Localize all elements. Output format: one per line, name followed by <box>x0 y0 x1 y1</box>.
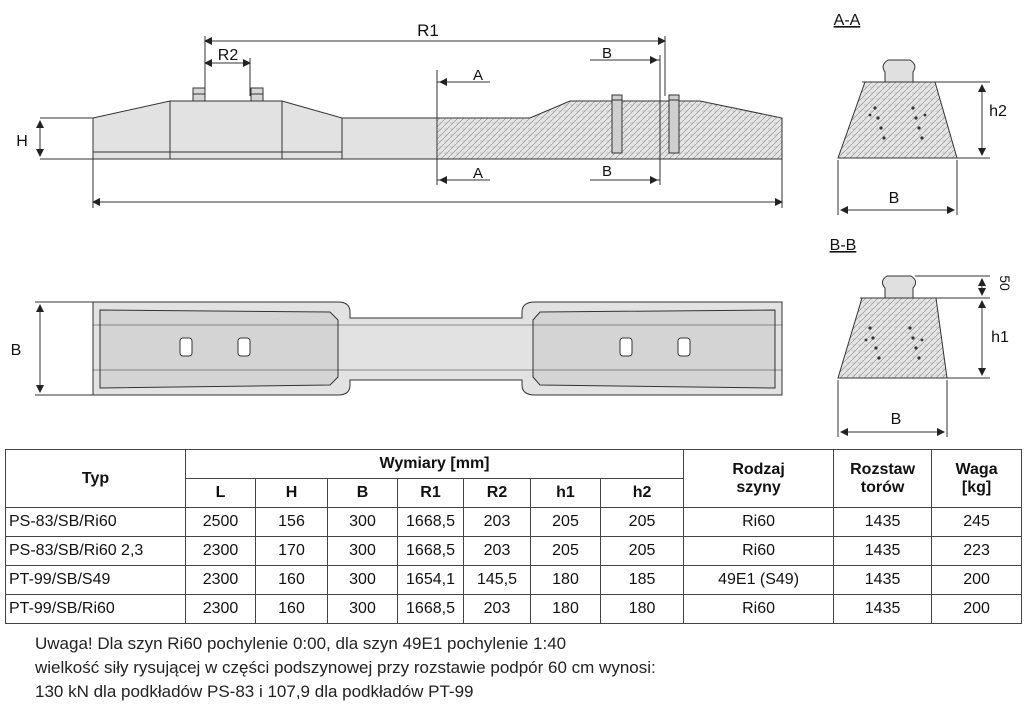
dim-r1-label: R1 <box>417 21 439 40</box>
cell-b: 300 <box>327 594 398 624</box>
cell-r1: 1668,5 <box>397 536 464 566</box>
cell-h2: 205 <box>599 507 685 537</box>
cell-r1: 1654,1 <box>397 565 464 595</box>
section-bb-h1-label: h1 <box>991 329 1009 346</box>
cell-r2: 203 <box>463 594 531 624</box>
table-row: PT-99/SB/S49 2300 160 300 1654,1 145,5 1… <box>5 565 1023 595</box>
section-bb-b-label: B <box>891 411 902 428</box>
cell-l: 2300 <box>185 594 256 624</box>
cell-gauge: 1435 <box>833 565 933 595</box>
table-header-row-2: L H B R1 R2 h1 h2 <box>6 478 1022 508</box>
table-header-row-1: Typ Wymiary [mm] Rodzaj szyny Rozstaw to… <box>5 449 1023 508</box>
cell-type: PT-99/SB/S49 <box>5 565 186 595</box>
cell-r1: 1668,5 <box>397 594 464 624</box>
technical-drawing: R1 R2 H A A B B B <box>11 12 1013 437</box>
col-header-l: L <box>185 478 256 508</box>
top-view <box>35 301 783 396</box>
cell-h: 160 <box>255 565 328 595</box>
cell-weight: 200 <box>931 594 1023 624</box>
top-view-dim-b-label: B <box>11 342 22 359</box>
cell-l: 2300 <box>185 565 256 595</box>
note-line-1: Uwaga! Dla szyn Ri60 pochylenie 0:00, dl… <box>35 634 567 653</box>
section-bb-title: B-B <box>830 237 857 254</box>
cell-r2: 145,5 <box>463 565 531 595</box>
cell-l: 2500 <box>185 507 256 537</box>
section-b-bottom-label: B <box>602 163 612 180</box>
table-row: PS-83/SB/Ri60 2,3 2300 170 300 1668,5 20… <box>5 536 1023 566</box>
section-bb <box>837 275 990 437</box>
cell-r2: 203 <box>463 507 531 537</box>
cell-h1: 205 <box>530 507 601 537</box>
col-header-rail: Rodzaj szyny <box>683 449 835 508</box>
section-aa-title: A-A <box>834 12 861 29</box>
section-bb-50-label: 50 <box>997 275 1013 291</box>
cell-h1: 180 <box>530 565 601 595</box>
col-header-h1: h1 <box>530 478 601 508</box>
section-aa <box>837 59 990 215</box>
section-aa-b-label: B <box>889 190 900 207</box>
cell-b: 300 <box>327 565 398 595</box>
side-view <box>36 36 783 208</box>
note-line-3: 130 kN dla podkładów PS-83 i 107,9 dla p… <box>35 682 474 701</box>
cell-r1: 1668,5 <box>397 507 464 537</box>
cell-gauge: 1435 <box>833 536 933 566</box>
dim-h-label: H <box>16 133 28 150</box>
cell-h2: 185 <box>599 565 685 595</box>
col-header-r2: R2 <box>463 478 531 508</box>
cell-h: 160 <box>255 594 328 624</box>
section-b-top-label: B <box>602 45 612 62</box>
cell-r2: 203 <box>463 536 531 566</box>
section-a-top-label: A <box>473 67 483 84</box>
cell-weight: 245 <box>931 507 1023 537</box>
cell-type: PS-83/SB/Ri60 2,3 <box>5 536 186 566</box>
col-header-h: H <box>255 478 328 508</box>
col-header-b: B <box>327 478 398 508</box>
cell-type: PS-83/SB/Ri60 <box>5 507 186 537</box>
cell-h: 170 <box>255 536 328 566</box>
cell-rail: Ri60 <box>683 536 835 566</box>
note-line-2: wielkość siły rysującej w części podszyn… <box>35 658 656 677</box>
cell-weight: 223 <box>931 536 1023 566</box>
cell-h2: 205 <box>599 536 685 566</box>
col-header-r1: R1 <box>397 478 464 508</box>
cell-h1: 205 <box>530 536 601 566</box>
col-header-dimensions: Wymiary [mm] <box>184 449 685 479</box>
cell-rail: Ri60 <box>683 507 835 537</box>
cell-rail: 49E1 (S49) <box>683 565 835 595</box>
cell-h2: 180 <box>599 594 685 624</box>
cell-weight: 200 <box>931 565 1023 595</box>
col-header-h2: h2 <box>599 478 685 508</box>
cell-gauge: 1435 <box>833 507 933 537</box>
specification-table: Typ Wymiary [mm] Rodzaj szyny Rozstaw to… <box>5 449 1023 624</box>
cell-l: 2300 <box>185 536 256 566</box>
cell-b: 300 <box>327 507 398 537</box>
dim-r2-label: R2 <box>218 47 239 64</box>
section-a-bottom-label: A <box>473 165 483 182</box>
cell-h: 156 <box>255 507 328 537</box>
cell-type: PT-99/SB/Ri60 <box>5 594 186 624</box>
cell-h1: 180 <box>530 594 601 624</box>
table-row: PS-83/SB/Ri60 2500 156 300 1668,5 203 20… <box>5 507 1023 537</box>
col-header-type: Typ <box>5 449 186 508</box>
notes: Uwaga! Dla szyn Ri60 pochylenie 0:00, dl… <box>35 632 995 704</box>
table-row: PT-99/SB/Ri60 2300 160 300 1668,5 203 18… <box>5 594 1023 624</box>
cell-b: 300 <box>327 536 398 566</box>
col-header-gauge: Rozstaw torów <box>833 449 933 508</box>
cell-gauge: 1435 <box>833 594 933 624</box>
cell-rail: Ri60 <box>683 594 835 624</box>
col-header-weight: Waga [kg] <box>931 449 1023 508</box>
section-aa-h2-label: h2 <box>989 103 1007 120</box>
